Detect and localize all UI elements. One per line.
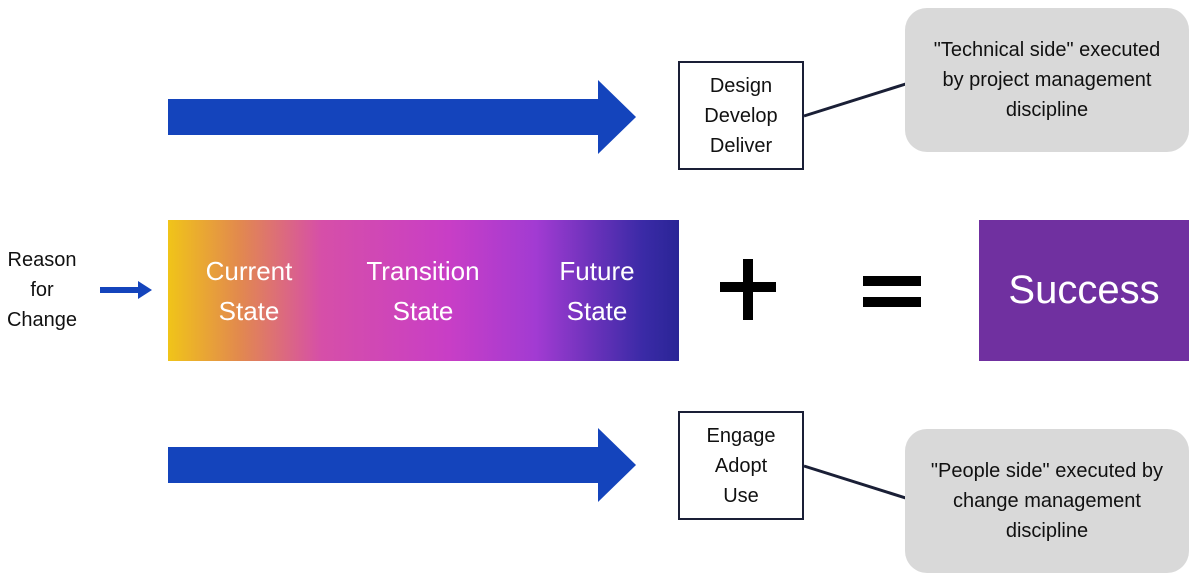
- future-state-line-2: State: [566, 296, 628, 326]
- reason-for-change-label: Reason for Change: [0, 245, 84, 335]
- reason-line-3: Change: [6, 309, 78, 331]
- bottom-arrow-icon: [168, 428, 636, 502]
- technical-callout-line-2: by project management: [942, 69, 1152, 91]
- current-state-line-1: Current: [205, 256, 293, 286]
- success-label: Success: [1008, 268, 1160, 312]
- people-steps-box: Engage Adopt Use: [678, 411, 804, 520]
- future-state-label: Future State: [528, 251, 666, 331]
- reason-line-2: for: [30, 279, 54, 301]
- equals-icon-top-bar: [863, 276, 921, 286]
- technical-callout-line-1: "Technical side" executed: [933, 39, 1161, 61]
- change-states-band: Current State Transition State Future St…: [168, 220, 679, 361]
- technical-step-develop: Develop: [704, 104, 778, 127]
- technical-step-deliver: Deliver: [709, 134, 773, 157]
- people-step-use: Use: [723, 484, 759, 507]
- people-callout-line-2: change management: [953, 490, 1141, 512]
- future-state-line-1: Future: [559, 256, 635, 286]
- technical-callout-line-3: discipline: [1005, 99, 1089, 121]
- plus-icon-vertical: [743, 259, 753, 320]
- people-step-adopt: Adopt: [714, 454, 768, 477]
- technical-side-callout: "Technical side" executed by project man…: [905, 8, 1189, 152]
- current-state-label: Current State: [178, 251, 320, 331]
- equals-icon-bottom-bar: [863, 297, 921, 307]
- top-arrow-icon: [168, 80, 636, 154]
- technical-step-design: Design: [709, 74, 773, 97]
- transition-state-label: Transition State: [338, 251, 508, 331]
- technical-steps-box: Design Develop Deliver: [678, 61, 804, 170]
- people-step-engage: Engage: [706, 424, 776, 447]
- transition-state-line-1: Transition: [366, 256, 480, 286]
- small-arrow-icon: [100, 281, 152, 299]
- current-state-line-2: State: [218, 296, 280, 326]
- transition-state-line-2: State: [392, 296, 454, 326]
- people-callout-line-3: discipline: [1005, 520, 1089, 542]
- people-callout-line-1: "People side" executed by: [930, 460, 1164, 482]
- people-side-callout: "People side" executed by change managem…: [905, 429, 1189, 573]
- success-box: Success: [979, 220, 1189, 361]
- reason-line-1: Reason: [7, 249, 77, 271]
